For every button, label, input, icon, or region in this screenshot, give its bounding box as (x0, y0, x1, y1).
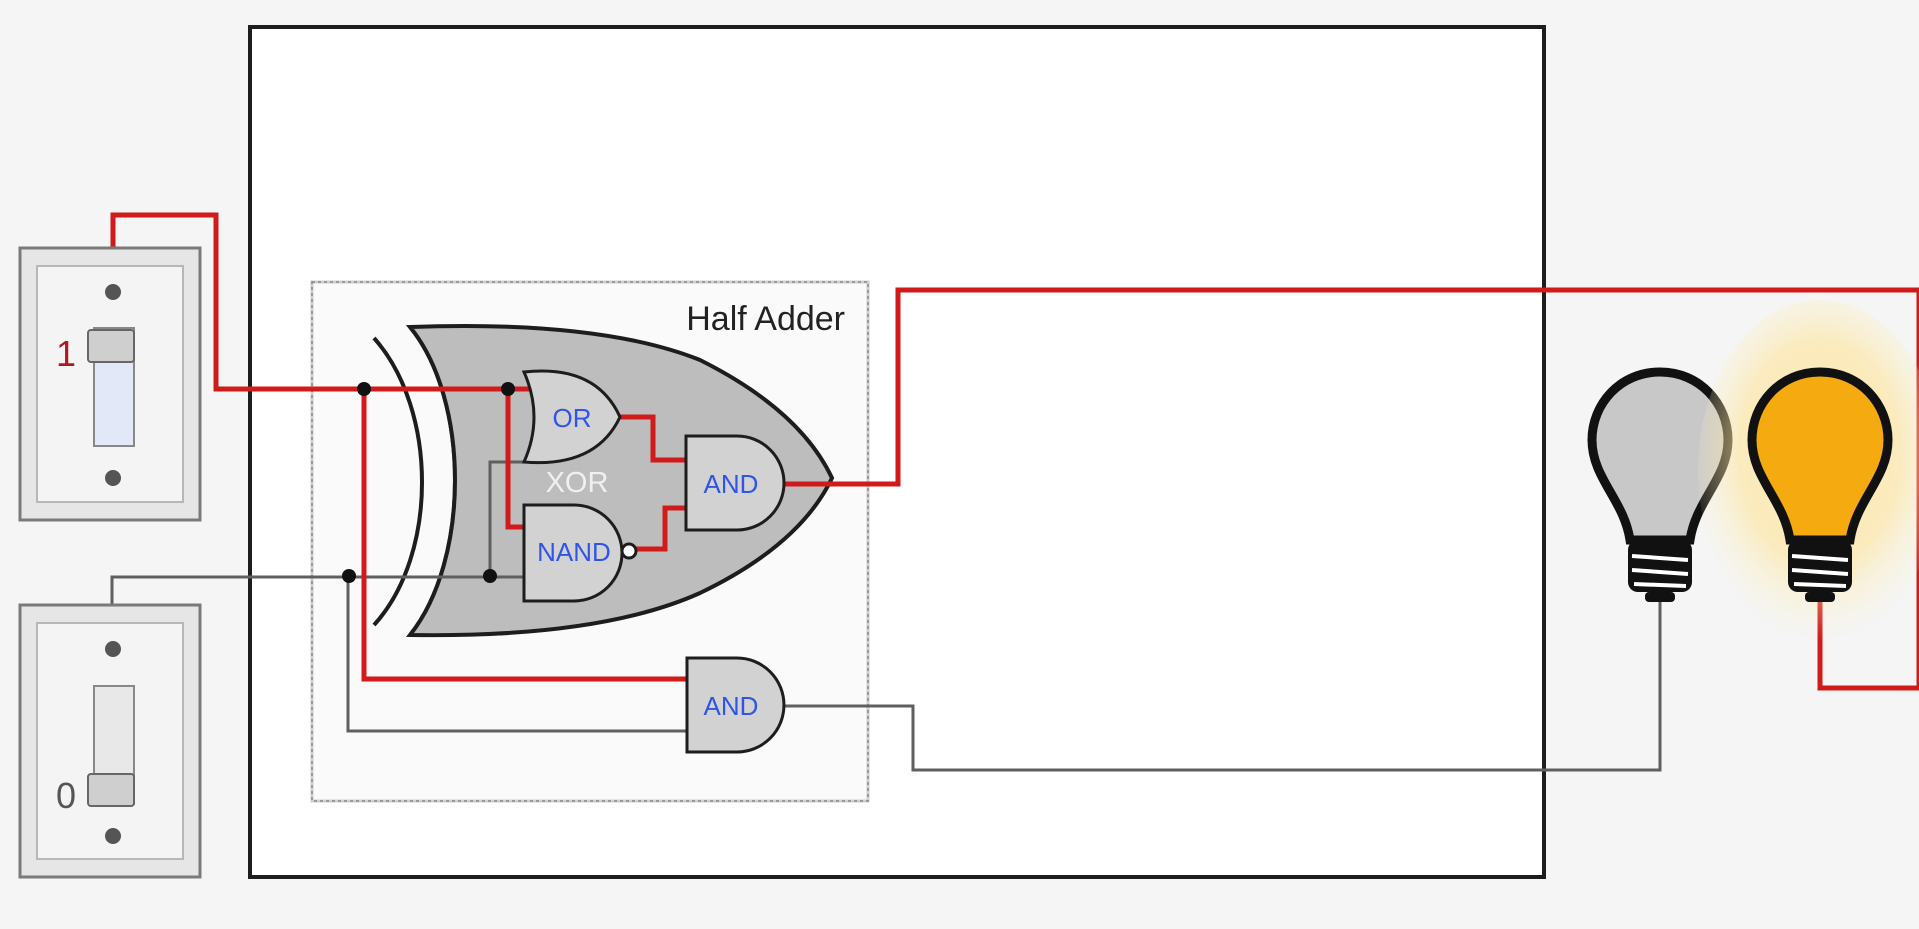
switch-b-toggle[interactable] (87, 773, 135, 807)
switch-a-state-label: 1 (56, 333, 76, 374)
switch-b-state-label: 0 (56, 775, 76, 816)
switch-a[interactable]: 1 (18, 246, 202, 522)
xor-and-gate: AND (684, 434, 786, 532)
half-adder-title: Half Adder (686, 300, 845, 338)
carry-and-gate-label: AND (704, 691, 759, 721)
or-gate-label: OR (553, 403, 592, 433)
or-gate: OR (521, 369, 622, 465)
carry-and-gate: AND (685, 656, 786, 754)
wire-junctions (342, 382, 515, 583)
nand-inversion-bubble (620, 542, 638, 560)
inactive-wires (110, 460, 1662, 772)
xor-gate: XOR (372, 323, 835, 638)
switch-b[interactable]: 0 (18, 603, 202, 879)
switch-a-toggle[interactable] (87, 329, 135, 363)
nand-gate-label: NAND (537, 537, 611, 567)
nand-gate: NAND (522, 503, 638, 603)
xor-label: XOR (546, 467, 609, 499)
sum-bulb (1698, 300, 1919, 640)
carry-bulb (1587, 367, 1733, 602)
xor-and-gate-label: AND (704, 469, 759, 499)
